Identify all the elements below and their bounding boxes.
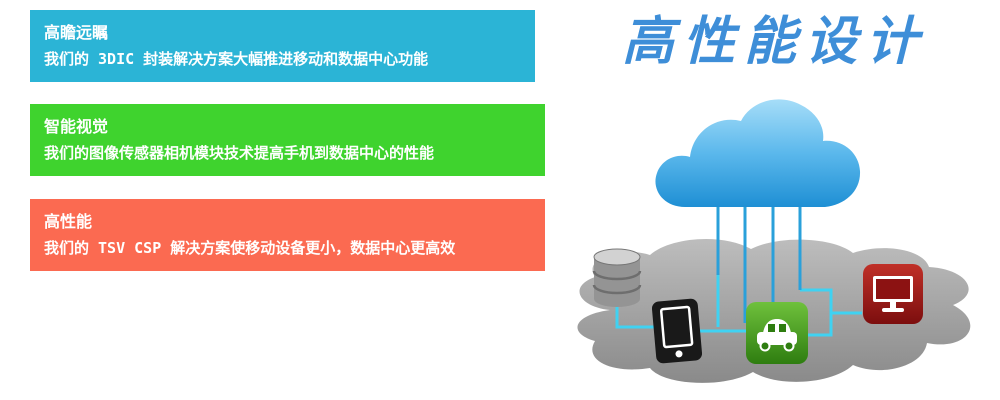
car-icon	[746, 302, 808, 364]
banner-performance-title: 高性能	[44, 212, 93, 231]
banner-vision: 高瞻远瞩 我们的 3DIC 封装解决方案大幅推进移动和数据中心功能	[30, 10, 535, 82]
monitor-icon	[863, 264, 923, 324]
banner-smart-vision: 智能视觉 我们的图像传感器相机模块技术提高手机到数据中心的性能	[30, 104, 545, 176]
connector-lines	[716, 197, 802, 323]
tablet-icon	[651, 298, 703, 364]
cloud-icon	[655, 99, 861, 207]
banner-performance: 高性能 我们的 TSV CSP 解决方案使移动设备更小，数据中心更高效	[30, 199, 545, 271]
cloud-devices-illustration	[577, 99, 971, 383]
banner-vision-description: 我们的 3DIC 封装解决方案大幅推进移动和数据中心功能	[44, 50, 429, 68]
banner-vision-title: 高瞻远瞩	[44, 23, 109, 42]
banner-performance-description: 我们的 TSV CSP 解决方案使移动设备更小，数据中心更高效	[44, 239, 456, 257]
banner-smart-vision-title: 智能视觉	[44, 117, 109, 136]
headline: 高性能设计	[622, 11, 928, 72]
banner-smart-vision-description: 我们的图像传感器相机模块技术提高手机到数据中心的性能	[44, 144, 435, 162]
database-icon	[592, 248, 642, 307]
